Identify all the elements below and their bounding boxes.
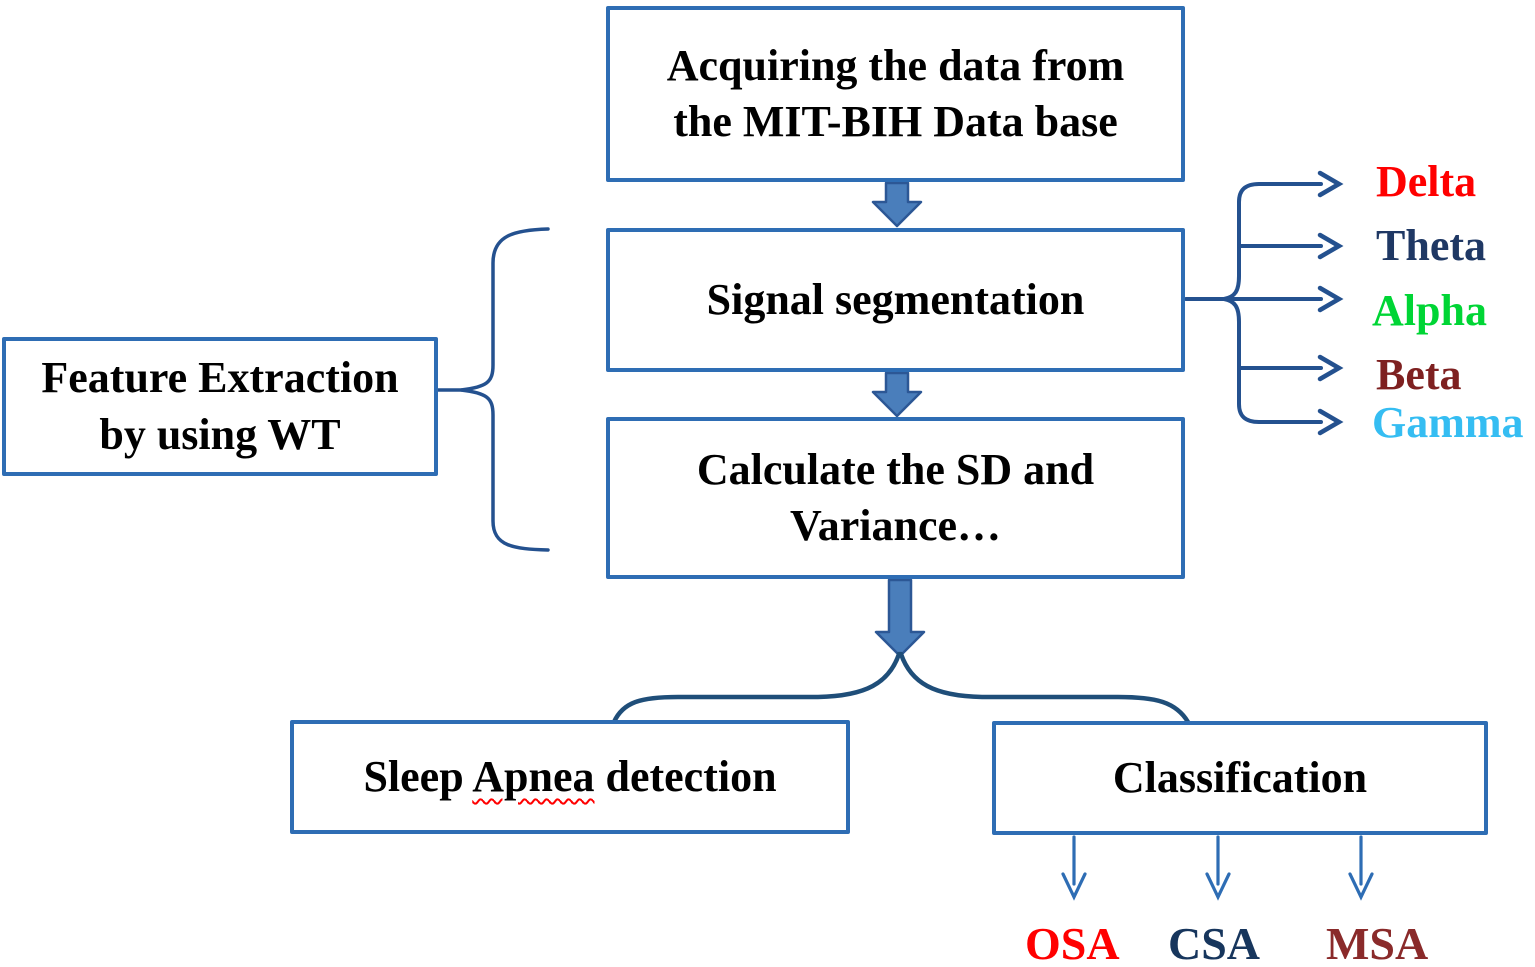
calculate-line-1: Calculate the SD and (696, 444, 1095, 494)
apnea-word-3: detection (605, 752, 777, 801)
band-fan-upper (1222, 182, 1323, 301)
apnea-word-2-misspelled: Apnea (472, 752, 595, 801)
arrowhead-delta (1317, 170, 1344, 198)
acquire-line-2: the MIT-BIH Data base (673, 97, 1118, 146)
arrow-calculate-down (874, 578, 926, 658)
box-acquire-data: Acquiring the data from the MIT-BIH Data… (606, 6, 1185, 182)
band-label-delta: Delta (1376, 157, 1477, 206)
calculate-line-2: Variance… (789, 501, 1002, 550)
split-curve-to-classification (898, 651, 1191, 725)
band-label-gamma: Gamma (1372, 398, 1524, 447)
arrowhead-theta (1317, 232, 1344, 260)
box-calculate-sd-variance: Calculate the SD and Variance… (606, 417, 1185, 579)
label-osa: OSA (1025, 918, 1120, 967)
classification-arrow-osa (1061, 835, 1087, 901)
thick-flow-arrows (871, 181, 926, 658)
arrowhead-alpha (1317, 285, 1344, 313)
feature-line-1: Feature Extraction (41, 353, 399, 403)
classification-arrows (1061, 835, 1374, 901)
band-fan (1184, 170, 1344, 436)
classification-arrow-csa (1205, 835, 1231, 901)
split-curves (611, 651, 1191, 725)
arrowhead-beta (1317, 354, 1344, 382)
band-label-theta: Theta (1376, 221, 1486, 270)
box-sleep-apnea-detection: Sleep Apnea detection (290, 720, 850, 834)
segmentation-label: Signal segmentation (706, 274, 1085, 324)
feature-line-2: by using WT (99, 409, 341, 459)
feature-extraction-brace (436, 227, 550, 552)
acquire-line-1: Acquiring the data from (666, 40, 1125, 90)
classification-label: Classification (1112, 752, 1368, 802)
box-feature-extraction: Feature Extraction by using WT (2, 337, 438, 476)
band-arrowheads (1317, 170, 1344, 436)
band-label-beta: Beta (1376, 350, 1462, 399)
split-curve-to-apnea (611, 651, 902, 725)
arrow-segmentation-to-calculate (871, 371, 923, 418)
classification-arrow-msa (1348, 835, 1374, 901)
label-msa: MSA (1326, 918, 1429, 967)
label-csa: CSA (1168, 918, 1261, 967)
arrowhead-gamma (1317, 408, 1344, 436)
arrow-acquire-to-segmentation (871, 181, 923, 228)
box-signal-segmentation: Signal segmentation (606, 228, 1185, 372)
band-label-alpha: Alpha (1372, 286, 1487, 335)
band-fan-lower (1222, 297, 1323, 424)
box-classification: Classification (992, 721, 1488, 835)
curly-brace (460, 227, 550, 552)
apnea-word-1: Sleep (363, 752, 464, 801)
